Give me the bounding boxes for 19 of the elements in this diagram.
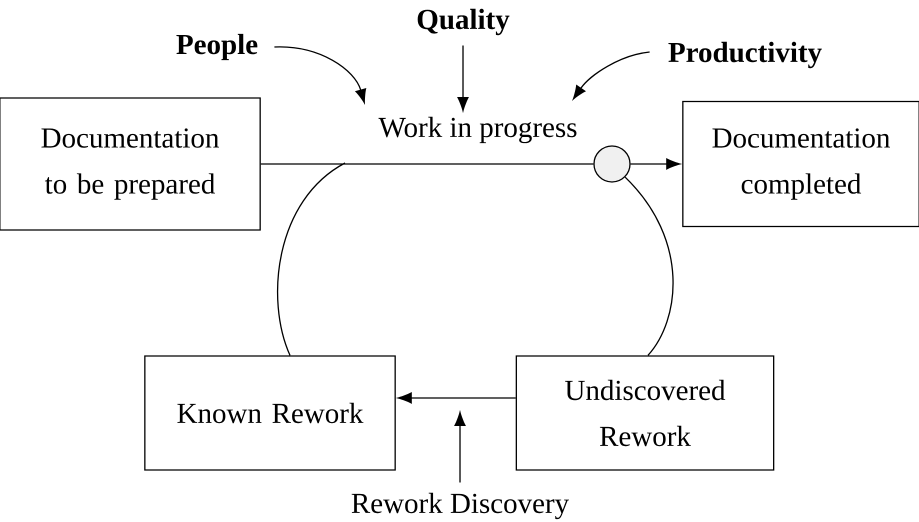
stock-box: Documentation to be prepared: [0, 97, 261, 231]
flow-label: Rework Discovery: [352, 492, 569, 520]
factor-label: Productivity: [668, 42, 822, 68]
stock-box: Documentation completed: [682, 100, 919, 228]
arrow: [274, 46, 366, 104]
connector: [277, 162, 346, 356]
connector: [260, 163, 594, 165]
arrow: [630, 158, 680, 170]
stock-box: Undiscovered Rework: [516, 355, 774, 471]
arrow: [454, 412, 466, 482]
arrow: [398, 392, 516, 404]
flow-label: Work in progress: [378, 116, 576, 144]
valve-circle: [593, 145, 631, 183]
connector: [624, 176, 674, 356]
arrow: [457, 46, 469, 111]
arrow: [572, 51, 650, 100]
factor-label: Quality: [418, 8, 510, 36]
stock-box: Known Rework: [144, 355, 396, 471]
factor-label: People: [176, 34, 258, 60]
